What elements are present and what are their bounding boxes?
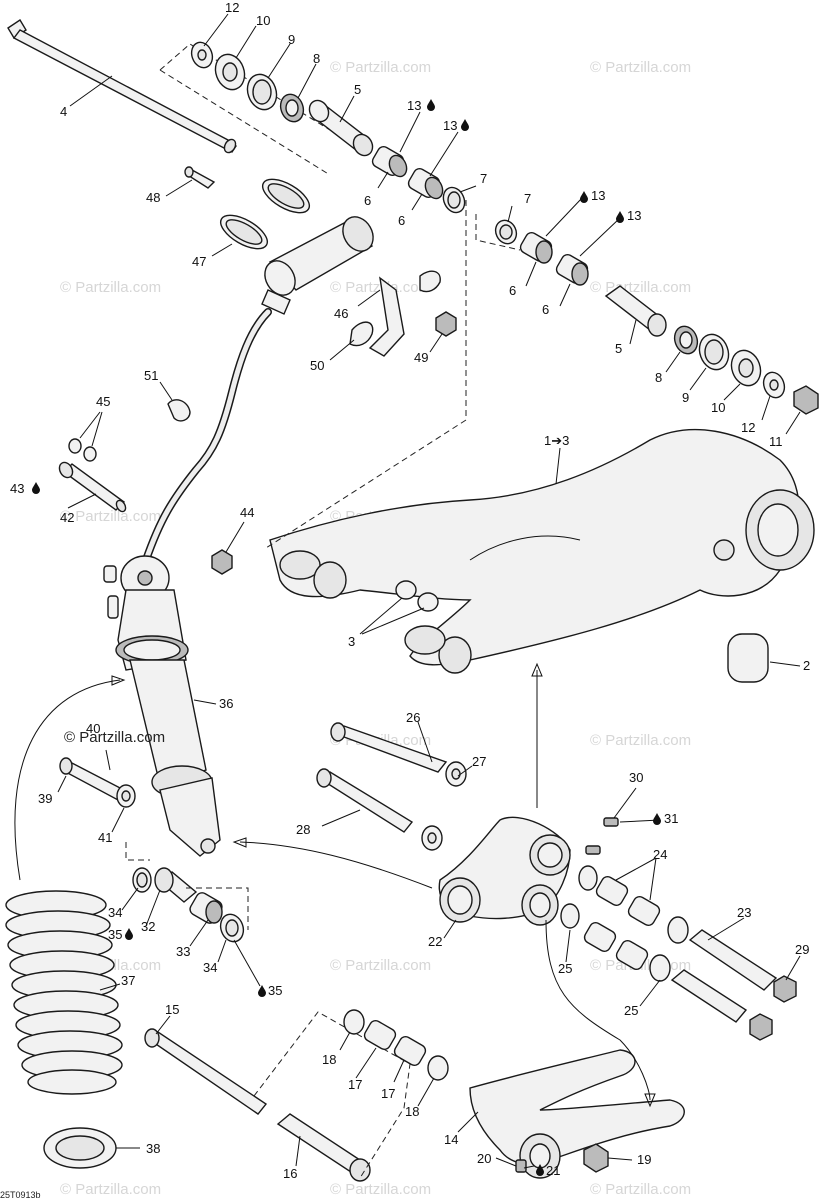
svg-text:© Partzilla.com: © Partzilla.com [330, 957, 431, 974]
callout-38: 38 [146, 1141, 160, 1156]
shock-absorber-drawing [103, 555, 221, 857]
copyright-text: © Partzilla.com [64, 729, 165, 746]
callout-44: 44 [240, 505, 254, 520]
callout-6: 6 [542, 302, 549, 317]
callout-50: 50 [310, 358, 324, 373]
callout-8: 8 [655, 370, 662, 385]
callout-22: 22 [428, 934, 442, 949]
callout-13: 13 [591, 188, 605, 203]
diagram-code: 25T0913b [0, 1190, 41, 1200]
callout-40: 40 [86, 721, 100, 736]
callout-13: 13 [443, 118, 457, 133]
svg-text:© Partzilla.com: © Partzilla.com [60, 508, 161, 525]
svg-text:© Partzilla.com: © Partzilla.com [590, 279, 691, 296]
callout-1-3: 1➔3 [544, 433, 569, 448]
callout-5: 5 [354, 82, 361, 97]
callout-9: 9 [288, 32, 295, 47]
callout-45: 45 [96, 394, 110, 409]
callout-20: 20 [477, 1151, 491, 1166]
callout-7: 7 [524, 191, 531, 206]
callout-37: 37 [121, 973, 135, 988]
callout-15: 15 [165, 1002, 179, 1017]
parts-drawing [5, 19, 819, 1182]
callout-6: 6 [398, 213, 405, 228]
callout-10: 10 [711, 400, 725, 415]
callout-14: 14 [444, 1132, 458, 1147]
svg-text:© Partzilla.com: © Partzilla.com [330, 59, 431, 76]
callout-8: 8 [313, 51, 320, 66]
callout-24: 24 [653, 847, 667, 862]
callout-13: 13 [407, 98, 421, 113]
svg-text:© Partzilla.com: © Partzilla.com [330, 1181, 431, 1198]
rocker-drawing [438, 816, 571, 926]
svg-text:© Partzilla.com: © Partzilla.com [330, 279, 431, 296]
callout-32: 32 [141, 919, 155, 934]
callout-35: 35 [108, 927, 122, 942]
svg-text:© Partzilla.com: © Partzilla.com [590, 59, 691, 76]
callout-5: 5 [615, 341, 622, 356]
callout-25: 25 [624, 1003, 638, 1018]
callout-41: 41 [98, 830, 112, 845]
bolt-4-drawing [7, 19, 237, 154]
callout-42: 42 [60, 510, 74, 525]
callout-28: 28 [296, 822, 310, 837]
callout-34: 34 [203, 960, 217, 975]
callout-35: 35 [268, 983, 282, 998]
callout-29: 29 [795, 942, 809, 957]
svg-text:© Partzilla.com: © Partzilla.com [590, 732, 691, 749]
callout-10: 10 [256, 13, 270, 28]
callout-34: 34 [108, 905, 122, 920]
callout-17: 17 [348, 1077, 362, 1092]
callout-12: 12 [225, 0, 239, 15]
callout-46: 46 [334, 306, 348, 321]
callout-labels: 12 10 9 8 4 5 13 13 6 6 7 48 47 7 13 13 … [10, 0, 810, 1181]
callout-43: 43 [10, 481, 24, 496]
callout-18: 18 [405, 1104, 419, 1119]
callout-30: 30 [629, 770, 643, 785]
svg-text:© Partzilla.com: © Partzilla.com [60, 279, 161, 296]
callout-23: 23 [737, 905, 751, 920]
svg-text:© Partzilla.com: © Partzilla.com [60, 1181, 161, 1198]
callout-11: 11 [769, 434, 783, 449]
callout-16: 16 [283, 1166, 297, 1181]
callout-26: 26 [406, 710, 420, 725]
svg-text:© Partzilla.com: © Partzilla.com [590, 1181, 691, 1198]
swing-arm-drawing [269, 428, 815, 674]
callout-39: 39 [38, 791, 52, 806]
callout-7: 7 [480, 171, 487, 186]
callout-33: 33 [176, 944, 190, 959]
callout-12: 12 [741, 420, 755, 435]
callout-36: 36 [219, 696, 233, 711]
callout-6: 6 [509, 283, 516, 298]
callout-49: 49 [414, 350, 428, 365]
callout-48: 48 [146, 190, 160, 205]
callout-2: 2 [803, 658, 810, 673]
callout-3: 3 [348, 634, 355, 649]
callout-25: 25 [558, 961, 572, 976]
callout-51: 51 [144, 368, 158, 383]
link-drawing [469, 1049, 685, 1179]
callout-19: 19 [637, 1152, 651, 1167]
callout-4: 4 [60, 104, 67, 119]
callout-31: 31 [664, 811, 678, 826]
leader-lines [57, 13, 801, 1169]
spring-drawing [5, 890, 123, 1095]
callout-21: 21 [546, 1163, 560, 1178]
callout-18: 18 [322, 1052, 336, 1067]
callout-9: 9 [682, 390, 689, 405]
callout-47: 47 [192, 254, 206, 269]
callout-6: 6 [364, 193, 371, 208]
callout-17: 17 [381, 1086, 395, 1101]
callout-13: 13 [627, 208, 641, 223]
callout-27: 27 [472, 754, 486, 769]
